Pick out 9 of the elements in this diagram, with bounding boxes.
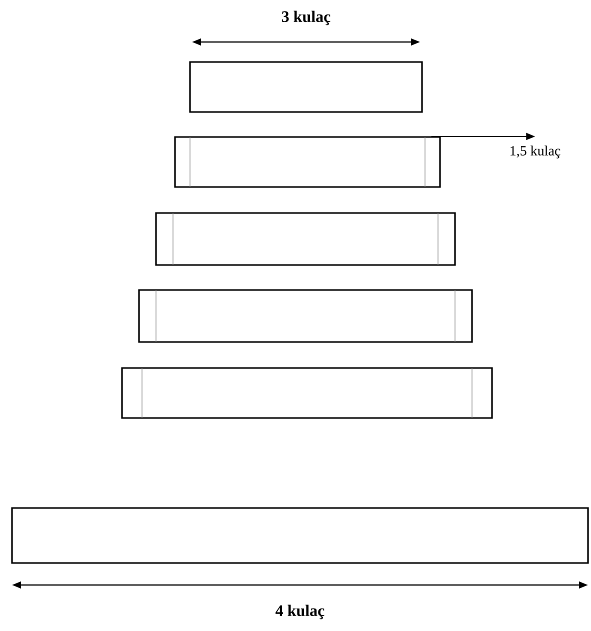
layer-bar <box>189 61 423 113</box>
layer-bar <box>11 507 589 564</box>
layer-bar <box>174 136 441 188</box>
dimension-label: 3 kulaç <box>282 10 330 26</box>
dimension-label: 4 kulaç <box>276 604 324 620</box>
measure-label: 1,5 kulaç <box>510 146 560 158</box>
layer-bar <box>138 289 473 343</box>
layer-bar <box>155 212 456 266</box>
layer-bar <box>121 367 493 419</box>
